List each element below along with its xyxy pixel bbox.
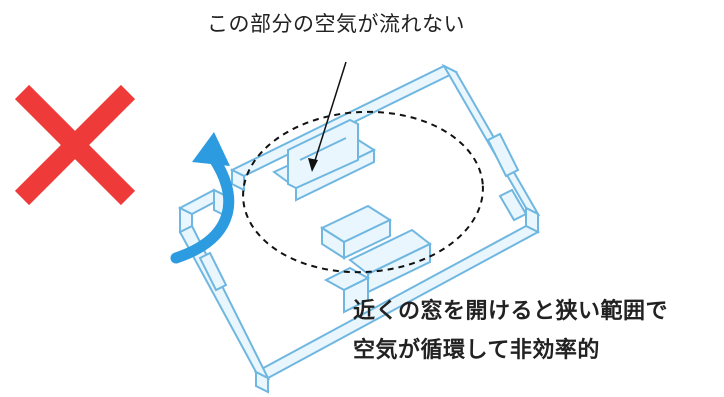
top-caption: この部分の空気が流れない — [207, 12, 465, 36]
stagnant-air-region — [242, 110, 484, 274]
caption-pointer — [311, 61, 347, 171]
room-walls — [177, 63, 541, 394]
cross-mark-icon — [14, 84, 136, 206]
bottom-caption-line-2: 空気が循環して非効率的 — [353, 338, 600, 363]
bottom-caption-line-1: 近くの窓を開けると狭い範囲で — [353, 299, 669, 324]
curved-airflow-arrow-icon — [170, 132, 235, 264]
tv-screen — [287, 118, 359, 190]
furniture — [272, 118, 528, 314]
caption-pointer-arrowhead — [308, 158, 318, 172]
